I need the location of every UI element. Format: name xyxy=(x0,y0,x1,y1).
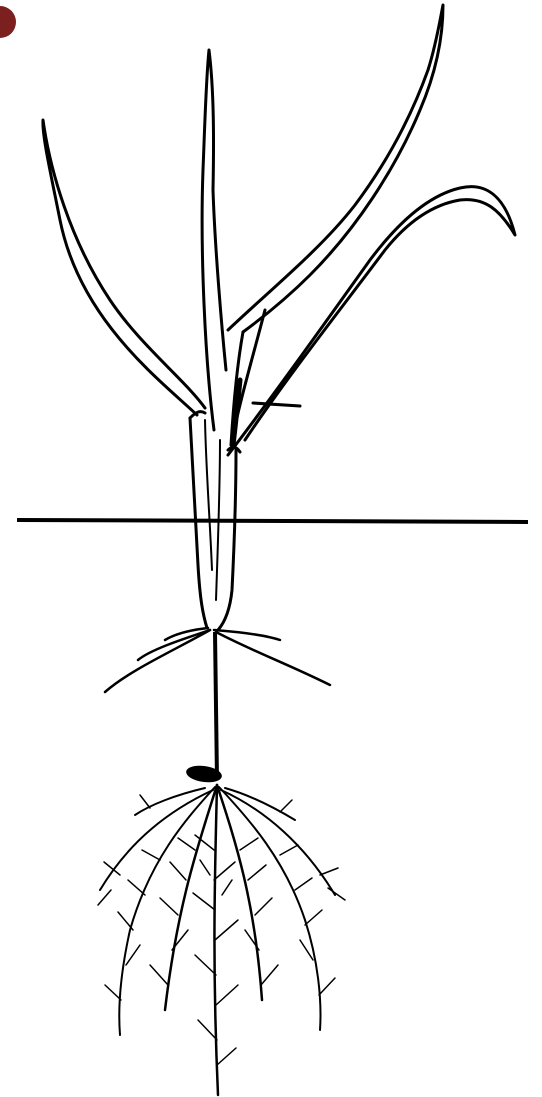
root-branch xyxy=(128,880,145,895)
subcrown-internode xyxy=(215,632,217,780)
shoot-right-edge xyxy=(218,450,236,630)
root-branch xyxy=(160,898,178,915)
root-branch xyxy=(126,945,140,965)
root-branch xyxy=(319,978,335,995)
root-branch xyxy=(280,845,298,855)
root-branch xyxy=(222,880,232,895)
seminal-root-system xyxy=(98,785,345,1095)
seminal-root xyxy=(165,785,217,1010)
shoot-left-edge xyxy=(190,418,207,628)
root-branch xyxy=(98,890,111,905)
root-branch xyxy=(178,838,195,850)
root-branch xyxy=(118,912,133,930)
shoot-inner-line-1 xyxy=(205,420,212,570)
root-branch xyxy=(195,955,216,975)
root-branch xyxy=(214,862,235,880)
root-branch xyxy=(320,868,338,875)
root-branch xyxy=(261,965,278,985)
pointer-line xyxy=(253,403,300,406)
leaf-center xyxy=(202,50,226,430)
shoot xyxy=(190,380,300,630)
root-branch xyxy=(305,910,322,925)
root-branch xyxy=(140,795,150,808)
root-branch xyxy=(255,898,272,915)
root-branch xyxy=(105,985,121,1000)
leaf-blades xyxy=(43,5,515,455)
root-branch xyxy=(215,920,238,940)
leaf-left xyxy=(43,120,205,415)
root-branch xyxy=(248,865,266,880)
seminal-root xyxy=(100,790,213,890)
root-branch xyxy=(328,888,345,900)
root-branch xyxy=(150,965,168,985)
root-branch xyxy=(142,850,160,860)
seminal-root xyxy=(219,787,320,1030)
seminal-root xyxy=(221,790,335,895)
root-branch xyxy=(280,800,292,812)
soil-line xyxy=(17,520,528,522)
root-branch xyxy=(193,893,215,910)
corner-marker xyxy=(0,6,16,38)
root-branch xyxy=(170,862,186,880)
root-branch xyxy=(200,860,210,875)
root-branch xyxy=(240,838,258,850)
root-branch xyxy=(198,1020,217,1040)
root-branch xyxy=(217,1048,236,1065)
root-branch xyxy=(295,878,312,890)
root-branch xyxy=(216,985,238,1005)
leaf-curved-right xyxy=(228,187,515,455)
leaf-upper-right xyxy=(228,5,443,332)
